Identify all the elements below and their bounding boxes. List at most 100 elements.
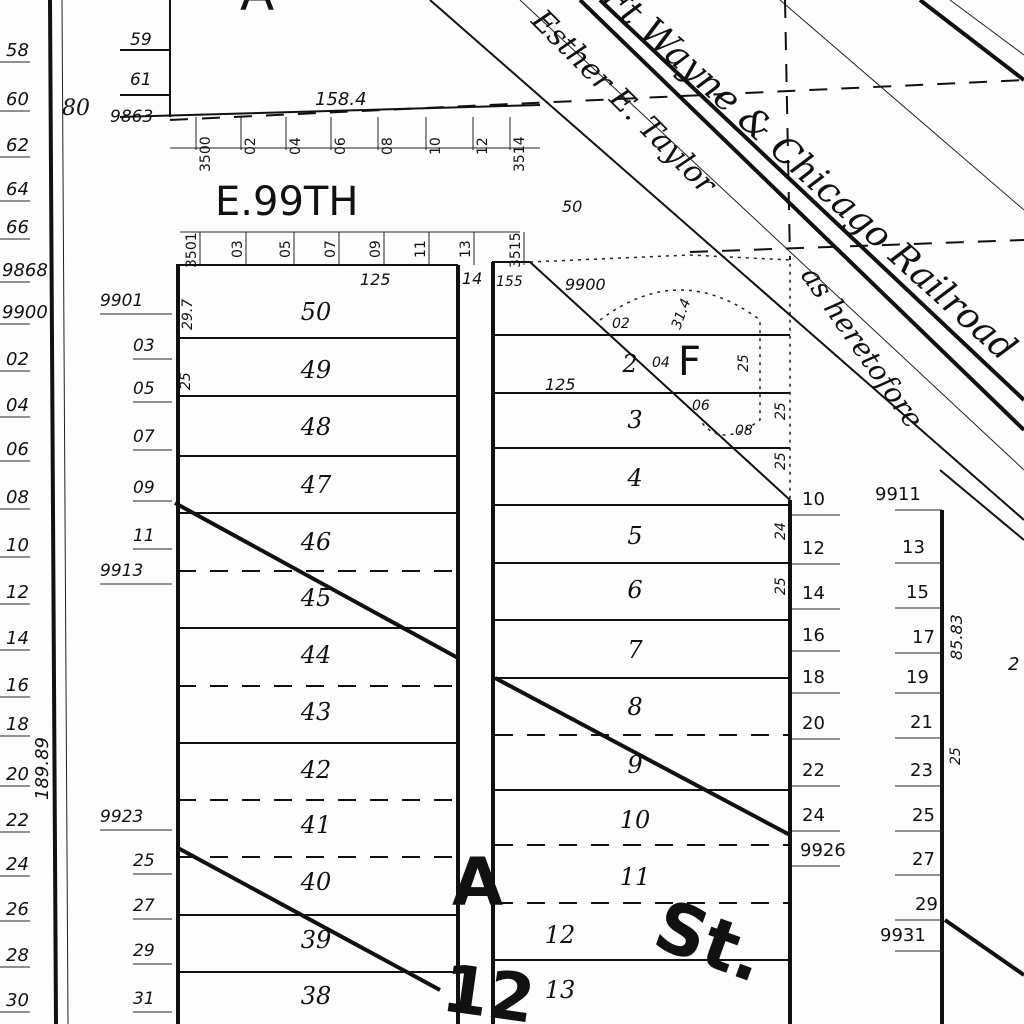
dimension-label: 06 <box>692 398 710 414</box>
left-address: 27 <box>133 896 155 916</box>
block-lot-number: 8 <box>627 693 642 721</box>
block-lot-number: 3 <box>627 406 642 434</box>
side-number: 80 <box>62 96 90 121</box>
block-lot-number: 43 <box>300 698 332 726</box>
far-left-address: 62 <box>6 135 29 156</box>
far-left-address: 58 <box>6 40 29 61</box>
far-right-address: 23 <box>910 760 933 781</box>
left-address: 07 <box>133 427 155 447</box>
block-lot-number: 46 <box>300 528 332 556</box>
far-right-address: 19 <box>906 667 929 688</box>
dimension-label: 50 <box>562 197 582 216</box>
far-left-address: 08 <box>6 487 29 508</box>
left-address: 05 <box>133 379 155 399</box>
left-address: 29 <box>133 941 155 961</box>
lot-number: 61 <box>130 70 152 90</box>
top-dimension: 158.4 <box>315 89 367 110</box>
block-lot-number: 38 <box>301 982 332 1010</box>
street-label-bottom: St. <box>644 884 776 999</box>
block-lot-number: 10 <box>620 806 651 834</box>
left-address: 09 <box>133 478 155 498</box>
far-right-address: 15 <box>906 582 929 603</box>
sub-letter-f: F <box>678 339 701 385</box>
street-north-number: 3500 <box>198 136 214 172</box>
far-left-address: 12 <box>6 582 29 603</box>
block-letter-top: A <box>240 0 274 22</box>
far-left-address: 04 <box>6 395 29 416</box>
lot-number: 59 <box>130 30 152 50</box>
street-south-number: 05 <box>278 240 294 258</box>
far-left-address: 14 <box>6 628 29 649</box>
dimension-label: 9900 <box>565 275 606 294</box>
left-address: 25 <box>133 851 155 871</box>
street-north-number: 04 <box>288 137 304 155</box>
block-lot-number: 39 <box>301 926 332 954</box>
street-label: E.99TH <box>215 179 358 225</box>
far-right-address: 17 <box>912 627 935 648</box>
block-lot-number: 45 <box>300 584 332 612</box>
dimension-label: 125 <box>360 270 391 289</box>
far-right-address: 21 <box>910 712 933 733</box>
block-lot-number: 7 <box>627 636 643 664</box>
left-address: 9913 <box>100 561 143 581</box>
dimension-label: 25 <box>948 747 964 765</box>
dimension-label: 25 <box>773 577 789 595</box>
far-left-address: 22 <box>6 810 29 831</box>
left-address: 11 <box>133 526 155 546</box>
dimension-label: 14 <box>462 269 482 288</box>
dimension-label: 25 <box>178 372 194 390</box>
far-left-address: 06 <box>6 439 29 460</box>
dimension-label: 25 <box>773 402 789 420</box>
block-lot-number: 9 <box>627 751 642 779</box>
far-right-address: 13 <box>902 537 925 558</box>
right-address: 24 <box>802 805 825 826</box>
street-north-number: 3514 <box>512 136 528 172</box>
dimension-label: 29.7 <box>180 299 196 330</box>
street-north-number: 10 <box>428 137 444 155</box>
street-south-number: 03 <box>230 240 246 258</box>
far-left-address: 24 <box>6 854 29 875</box>
far-left-address: 18 <box>6 714 29 735</box>
block-lot-number: 44 <box>300 641 332 669</box>
far-left-address: 02 <box>6 349 29 370</box>
right-address: 10 <box>802 489 825 510</box>
far-right-address: 27 <box>912 849 935 870</box>
far-left-address: 9868 <box>2 260 48 281</box>
dimension-label: 2 <box>1008 654 1019 675</box>
block-a-number: 12 <box>438 950 540 1024</box>
block-a-label: A <box>452 844 503 921</box>
far-right-address: 29 <box>915 894 938 915</box>
right-address: 20 <box>802 713 825 734</box>
dimension-label: 25 <box>736 354 752 372</box>
left-address: 9901 <box>100 291 143 311</box>
left-address: 31 <box>133 989 155 1009</box>
dimension-label: 25 <box>773 452 789 470</box>
right-address: 14 <box>802 583 825 604</box>
dimension-label: 125 <box>545 375 576 394</box>
block-lot-number: 47 <box>300 471 332 499</box>
far-left-address: 9900 <box>2 302 48 323</box>
block-lot-number: 2 <box>621 350 637 378</box>
street-north-number: 08 <box>380 137 396 155</box>
dimension-label: 31.4 <box>669 297 695 332</box>
street-north-number: 12 <box>475 137 491 155</box>
block-lot-number: 4 <box>626 464 642 492</box>
dimension-label: 85.83 <box>947 614 966 660</box>
far-left-address: 10 <box>6 535 29 556</box>
right-address: 18 <box>802 667 825 688</box>
block-lot-number: 12 <box>545 921 576 949</box>
far-left-address: 20 <box>6 764 29 785</box>
block-lot-number: 6 <box>627 576 642 604</box>
far-right-address: 25 <box>912 805 935 826</box>
street-north-number: 06 <box>333 137 349 155</box>
dimension-label: 04 <box>652 355 670 371</box>
far-right-address: 9931 <box>880 925 926 946</box>
dimension-label: 24 <box>773 522 789 540</box>
street-south-number: 13 <box>458 240 474 258</box>
far-left-address: 30 <box>6 990 29 1011</box>
far-left-address: 16 <box>6 675 29 696</box>
dimension-label: 189.89 <box>32 737 53 800</box>
block-lot-number: 5 <box>627 522 642 550</box>
block-lot-number: 11 <box>620 863 651 891</box>
